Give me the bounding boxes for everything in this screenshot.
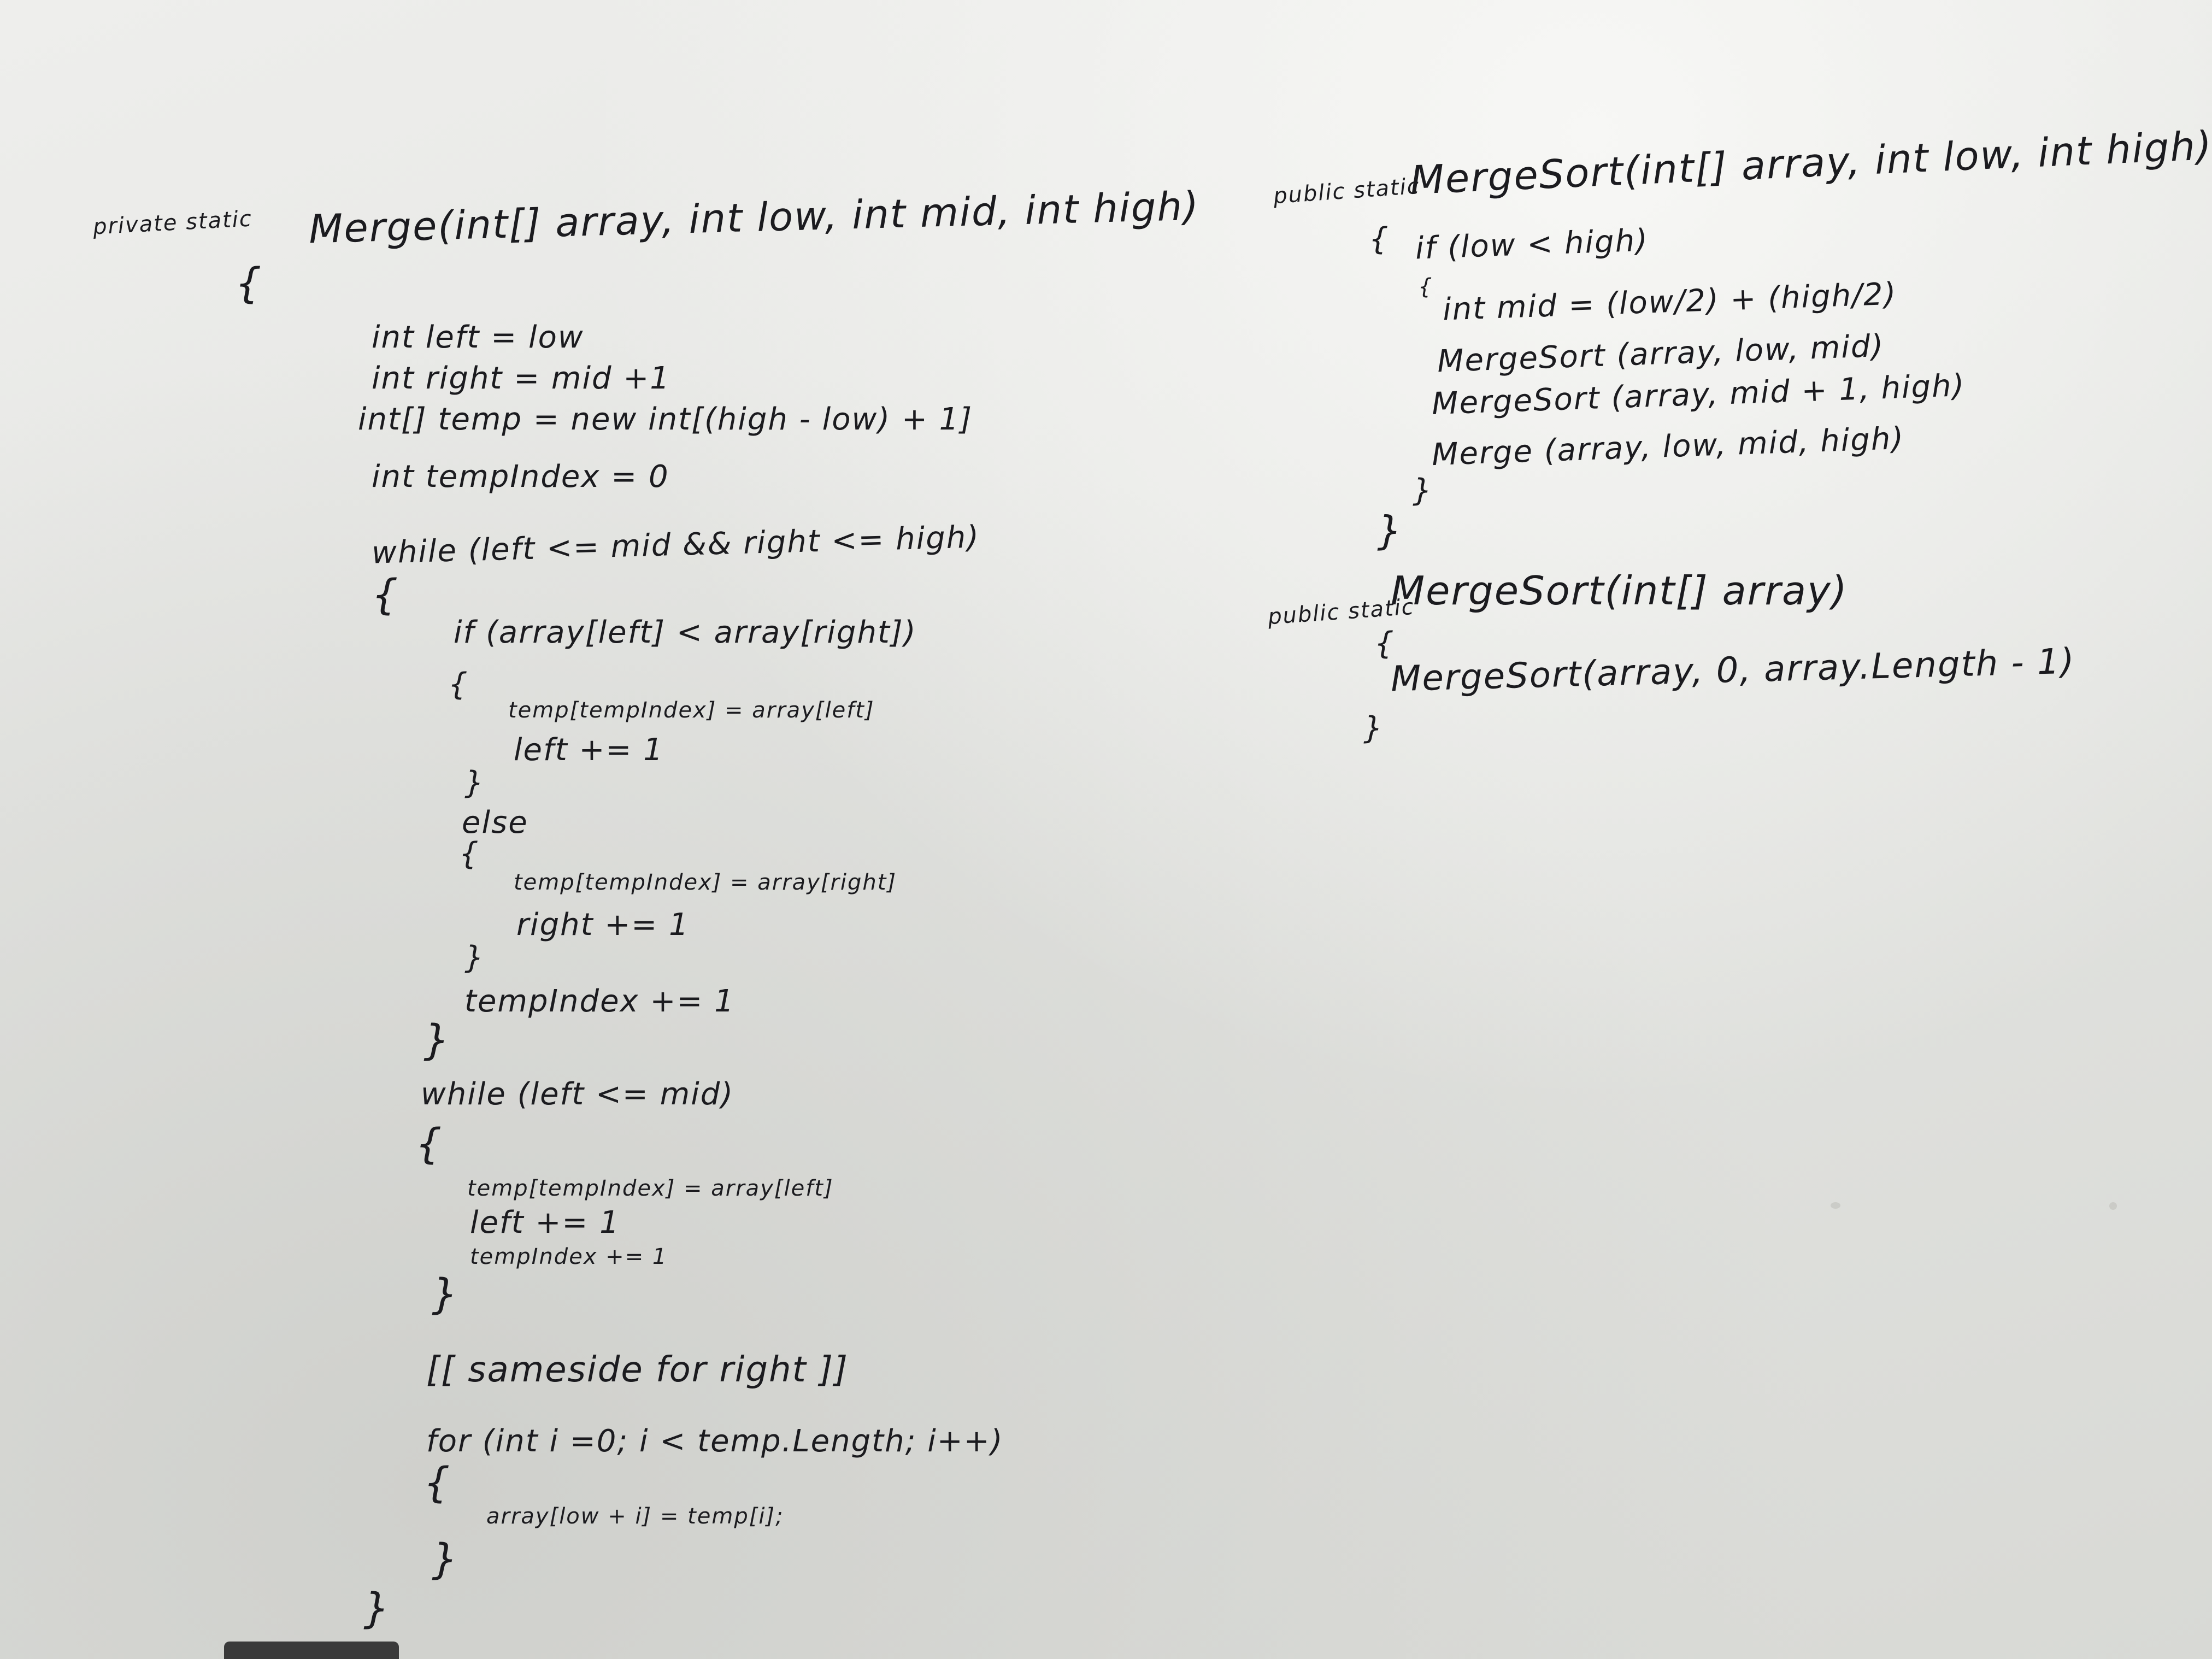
brace: { — [372, 570, 399, 619]
code-line: left += 1 — [470, 1205, 620, 1240]
code-line: MergeSort (array, low, mid) — [1437, 328, 1885, 380]
brace: { — [1374, 626, 1395, 661]
code-line: int tempIndex = 0 — [372, 459, 669, 495]
brace: } — [1413, 473, 1433, 508]
code-line: temp[tempIndex] = array[left] — [467, 1176, 834, 1201]
code-line: tempIndex += 1 — [464, 984, 735, 1019]
code-line: while (left <= mid && right <= high) — [371, 519, 980, 571]
mergesort-modifier: public static — [1272, 173, 1421, 209]
note-sameside: [[ sameside for right ]] — [426, 1350, 849, 1390]
brace: } — [1363, 710, 1384, 746]
mergesort-signature: MergeSort(int[] array, int low, int high… — [1409, 122, 2212, 204]
marker-dot — [2109, 1202, 2117, 1210]
brace: } — [464, 765, 485, 801]
code-line: MergeSort (array, mid + 1, high) — [1431, 367, 1966, 422]
brace: } — [423, 1015, 451, 1064]
code-line: temp[tempIndex] = array[right] — [514, 870, 897, 895]
brace: } — [1377, 508, 1403, 554]
brace: { — [448, 667, 469, 702]
merge-close-brace: } — [363, 1584, 391, 1632]
code-line: int[] temp = new int[(high - low) + 1] — [358, 402, 973, 437]
code-line: if (low < high) — [1414, 222, 1650, 267]
brace: } — [464, 940, 485, 975]
brace: } — [432, 1534, 460, 1583]
code-line: right += 1 — [516, 907, 690, 943]
brace: { — [459, 836, 480, 872]
code-line: array[low + i] = temp[i]; — [486, 1504, 784, 1529]
marker-dot — [1831, 1202, 1840, 1209]
code-line: MergeSort(array, 0, array.Length - 1) — [1390, 641, 2076, 700]
code-line: while (left <= mid) — [421, 1076, 734, 1112]
code-line: else — [462, 805, 528, 840]
code-line: int left = low — [372, 320, 584, 355]
merge-signature: Merge(int[] array, int low, int mid, int… — [308, 183, 1201, 252]
code-line: left += 1 — [514, 732, 664, 768]
brace: { — [1369, 221, 1390, 257]
brace: } — [432, 1269, 460, 1318]
code-line: for (int i =0; i < temp.Length; i++) — [426, 1423, 1004, 1459]
code-line: int right = mid +1 — [372, 361, 670, 396]
brace: { — [1418, 274, 1433, 299]
merge-modifier: private static — [92, 206, 253, 240]
eraser — [224, 1642, 399, 1659]
code-line: temp[tempIndex] = array[left] — [508, 698, 875, 723]
mergesort-signature: MergeSort(int[] array) — [1391, 568, 1848, 614]
code-line: if (array[left] < array[right]) — [454, 615, 917, 650]
brace: { — [415, 1119, 443, 1168]
code-line: Merge (array, low, mid, high) — [1431, 420, 1905, 473]
code-line: tempIndex += 1 — [470, 1244, 668, 1269]
merge-open-brace: { — [235, 258, 263, 307]
code-line: int mid = (low/2) + (high/2) — [1442, 276, 1898, 328]
brace: { — [423, 1458, 451, 1507]
